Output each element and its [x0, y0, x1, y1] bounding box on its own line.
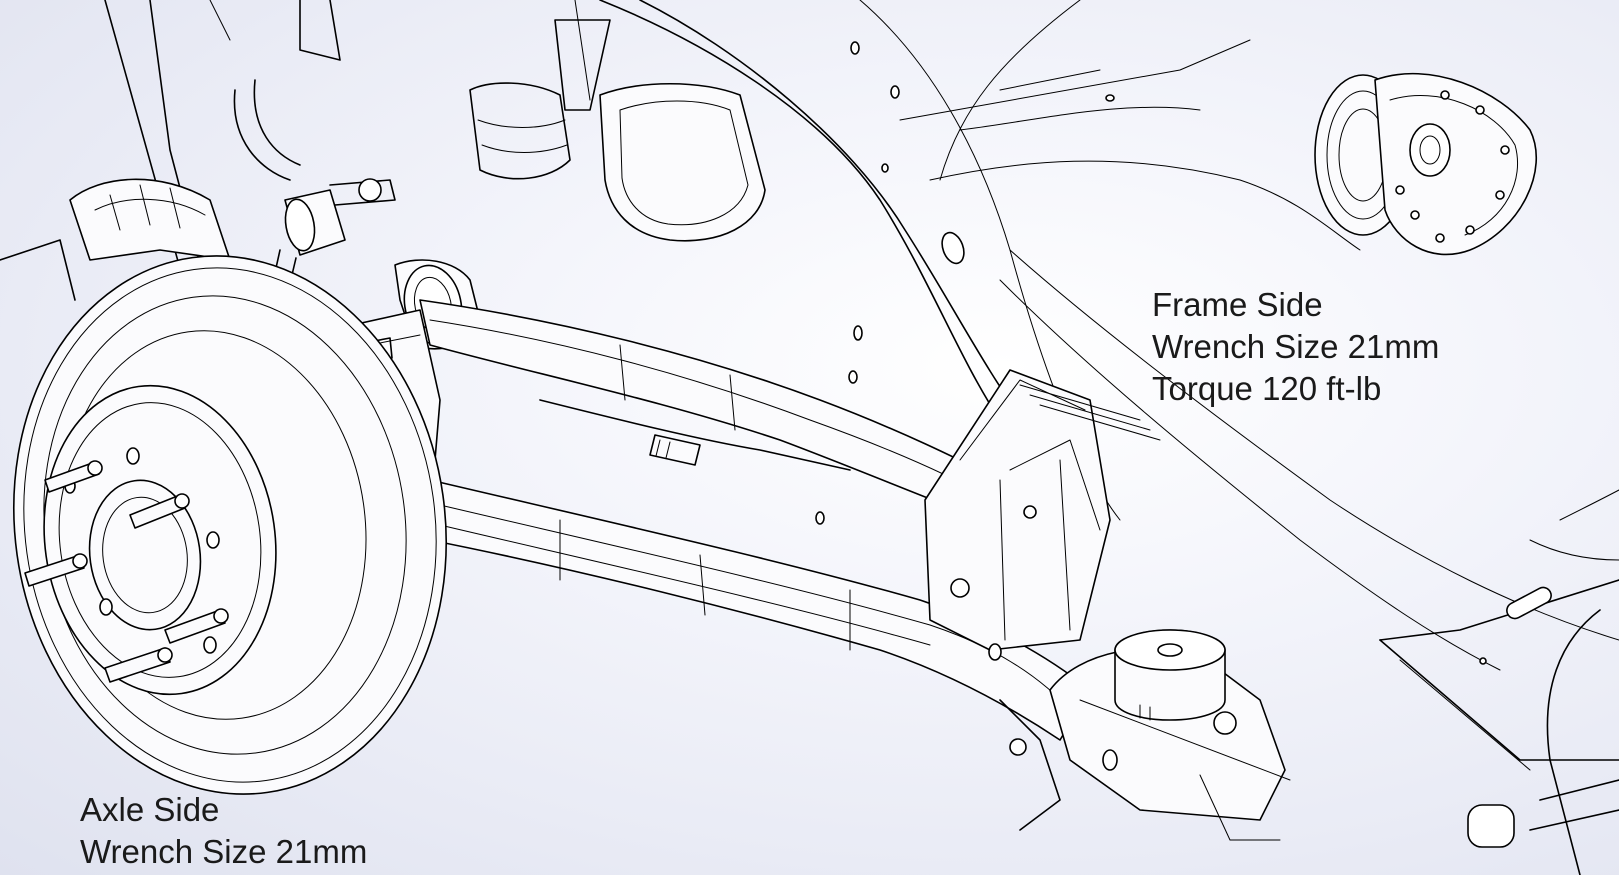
brake-line [540, 400, 850, 524]
frame-side-bracket [925, 370, 1160, 660]
axle-side-title: Axle Side [80, 791, 220, 828]
body-floor-panel [1000, 250, 1619, 875]
spring-seat [470, 0, 765, 241]
frame-holes [849, 42, 1114, 383]
frame-side-title: Frame Side [1152, 286, 1323, 323]
brake-caliper [0, 179, 230, 300]
frame-bushing-housing [1315, 74, 1536, 255]
frame-side-torque: Torque 120 ft-lb [1152, 370, 1382, 407]
frame-side-wrench-size: Wrench Size 21mm [1152, 328, 1440, 365]
upper-control-arm [420, 300, 1000, 520]
lower-trailing-arm [430, 480, 1090, 740]
frame-side-annotation: Frame Side Wrench Size 21mm Torque 120 f… [1152, 284, 1439, 410]
brake-rotor [0, 228, 480, 823]
frame-side-bushing [1000, 630, 1290, 840]
axle-side-wrench-size: Wrench Size 21mm [80, 833, 368, 870]
axle-side-annotation: Axle Side Wrench Size 21mm [80, 789, 367, 873]
stabilizer-link [234, 80, 395, 300]
wheel-studs [25, 461, 228, 682]
